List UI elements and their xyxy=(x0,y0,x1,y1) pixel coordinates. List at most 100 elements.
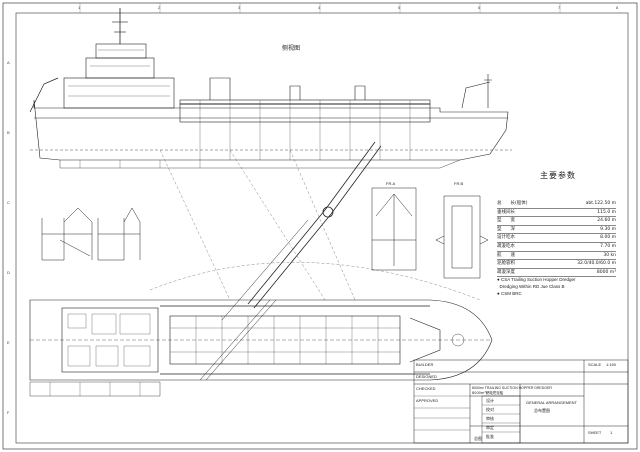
frame-letter-d: D xyxy=(7,270,10,275)
param-row: 型 深 9.30 m xyxy=(497,226,616,235)
frame-number-8: 8 xyxy=(616,5,619,10)
frame-number-4: 4 xyxy=(318,5,321,10)
param-value: 24.60 m xyxy=(597,218,616,224)
profile-view-label: 侧视图 xyxy=(282,45,301,52)
param-key: 航 速 xyxy=(497,252,515,258)
ship-plan-view xyxy=(29,299,493,381)
tb-bottom-note: 总图 xyxy=(474,436,482,441)
param-row: 泥舱容积 32.0/40.0/60.0 m xyxy=(497,260,616,269)
drawing-inner-border xyxy=(15,12,629,444)
frame-letter-c: C xyxy=(7,200,10,205)
tb-scale-value: 1:150 xyxy=(606,362,617,367)
intermediate-joint xyxy=(322,206,334,218)
tb-project-en: 8000m³ TRAILING SUCTION HOPPER DREDGER xyxy=(472,386,552,390)
class-notes: ● CSA Trailing Suction Hopper Dredger Dr… xyxy=(497,276,576,297)
tb-designed-label: DESIGNED xyxy=(416,374,437,379)
drag-arm-assembly xyxy=(221,141,382,321)
section-left-b xyxy=(97,207,141,261)
param-key: 总 长(船体) xyxy=(497,201,528,206)
gantry-1 xyxy=(209,77,231,100)
frame-number-5: 5 xyxy=(398,5,401,10)
class-note: Dredging Within RD Jue Class B xyxy=(499,284,565,289)
tb-sign-row: 校对 xyxy=(486,407,494,412)
deckhouse-upper xyxy=(85,57,155,79)
section-label-fr-a: FR.A xyxy=(386,181,396,186)
param-key: 垂线间长 xyxy=(497,209,515,215)
main-params-title: 主要参数 xyxy=(540,171,576,180)
param-value: 30 kn xyxy=(603,252,616,258)
tb-project-cn: 8000m³耙吸挖泥船 xyxy=(472,391,504,395)
param-row: 航 速 30 kn xyxy=(497,252,616,261)
tb-sign-row: 批准 xyxy=(486,434,494,439)
frame-number-1: 1 xyxy=(78,5,81,10)
bow-crane xyxy=(461,81,491,109)
frame-number-6: 6 xyxy=(478,5,481,10)
tb-checked-label: CHECKED xyxy=(416,386,436,391)
param-row: 垂线间长 115.0 m xyxy=(497,209,616,218)
plan-bottom-strip xyxy=(29,381,161,397)
param-key: 型 宽 xyxy=(497,218,515,224)
param-key: 疏浚吃水 xyxy=(497,243,515,249)
param-row: 疏浚深度 8000 m³ xyxy=(497,269,616,278)
frame-number-7: 7 xyxy=(558,5,561,10)
section-left-a xyxy=(41,207,93,261)
class-note: ● CSA Trailing Suction Hopper Dredger xyxy=(497,277,576,282)
frame-letter-b: B xyxy=(7,130,10,135)
tb-approved-label: APPROVED xyxy=(416,398,439,403)
frame-number-2: 2 xyxy=(158,5,161,10)
tb-sheet-value: 1 xyxy=(610,430,613,435)
param-value: 8000 m³ xyxy=(596,269,616,275)
bow-plan-detail xyxy=(409,317,441,363)
tb-drawing-en: GENERAL ARRANGEMENT xyxy=(526,400,577,405)
param-value: 115.0 m xyxy=(597,209,616,215)
param-value: 8.00 m xyxy=(600,235,616,241)
param-row: 型 宽 24.60 m xyxy=(497,217,616,226)
class-note: ● CSM BRC xyxy=(497,291,522,296)
param-row: 设计吃水 8.00 m xyxy=(497,234,616,243)
param-value: 32.0/40.0/60.0 m xyxy=(577,261,616,267)
ship-profile-view xyxy=(29,8,512,169)
title-block-left-columns xyxy=(481,395,521,444)
tb-builder-label: BUILDER xyxy=(416,362,434,367)
hull-profile-outline xyxy=(33,99,509,161)
hopper-area xyxy=(179,99,431,123)
param-key: 型 深 xyxy=(497,226,515,232)
drag-arm-lower xyxy=(247,209,326,305)
hull-plan-outline xyxy=(29,299,493,381)
param-value: abt.122.50 m xyxy=(585,201,616,206)
frame-letter-f: F xyxy=(7,410,10,415)
frame-number-3: 3 xyxy=(238,5,241,10)
accommodation-plan xyxy=(61,307,159,373)
section-fr-b xyxy=(435,195,489,279)
section-fr-a xyxy=(371,187,417,271)
tb-drawing-cn: 总布置图 xyxy=(534,408,550,413)
tb-scale-label: SCALE xyxy=(588,362,602,367)
frame-letter-e: E xyxy=(7,340,10,345)
param-key: 泥舱容积 xyxy=(497,261,515,267)
section-label-fr-b: FR.B xyxy=(454,181,464,186)
param-row: 疏浚吃水 7.70 m xyxy=(497,243,616,252)
param-key: 疏浚深度 xyxy=(497,269,515,275)
param-value: 9.30 m xyxy=(600,226,616,232)
frame-ruler-top xyxy=(79,3,561,13)
tb-sign-row: 设计 xyxy=(486,398,494,403)
frame-letter-a: A xyxy=(7,60,10,65)
swing-arc xyxy=(149,262,481,301)
tb-sign-row: 审定 xyxy=(486,425,494,430)
tb-sign-row: 审核 xyxy=(486,416,494,421)
param-row: 总 长(船体) abt.122.50 m xyxy=(497,200,616,209)
main-params-table: 总 长(船体) abt.122.50 m 垂线间长 115.0 m 型 宽 24.60… xyxy=(497,200,616,278)
gantry-2 xyxy=(289,85,301,100)
drag-arm-second xyxy=(221,219,309,321)
deckhouse-lower xyxy=(63,77,175,109)
gantry-3 xyxy=(354,85,366,100)
drag-arm-upper xyxy=(324,141,376,211)
tb-sheet-label: SHEET xyxy=(588,430,602,435)
param-key: 设计吃水 xyxy=(497,235,515,241)
hopper-plan xyxy=(169,315,401,365)
bridge xyxy=(95,43,147,59)
param-value: 7.70 m xyxy=(600,243,616,249)
fore-mast xyxy=(484,74,492,108)
stern-davit xyxy=(29,77,59,113)
